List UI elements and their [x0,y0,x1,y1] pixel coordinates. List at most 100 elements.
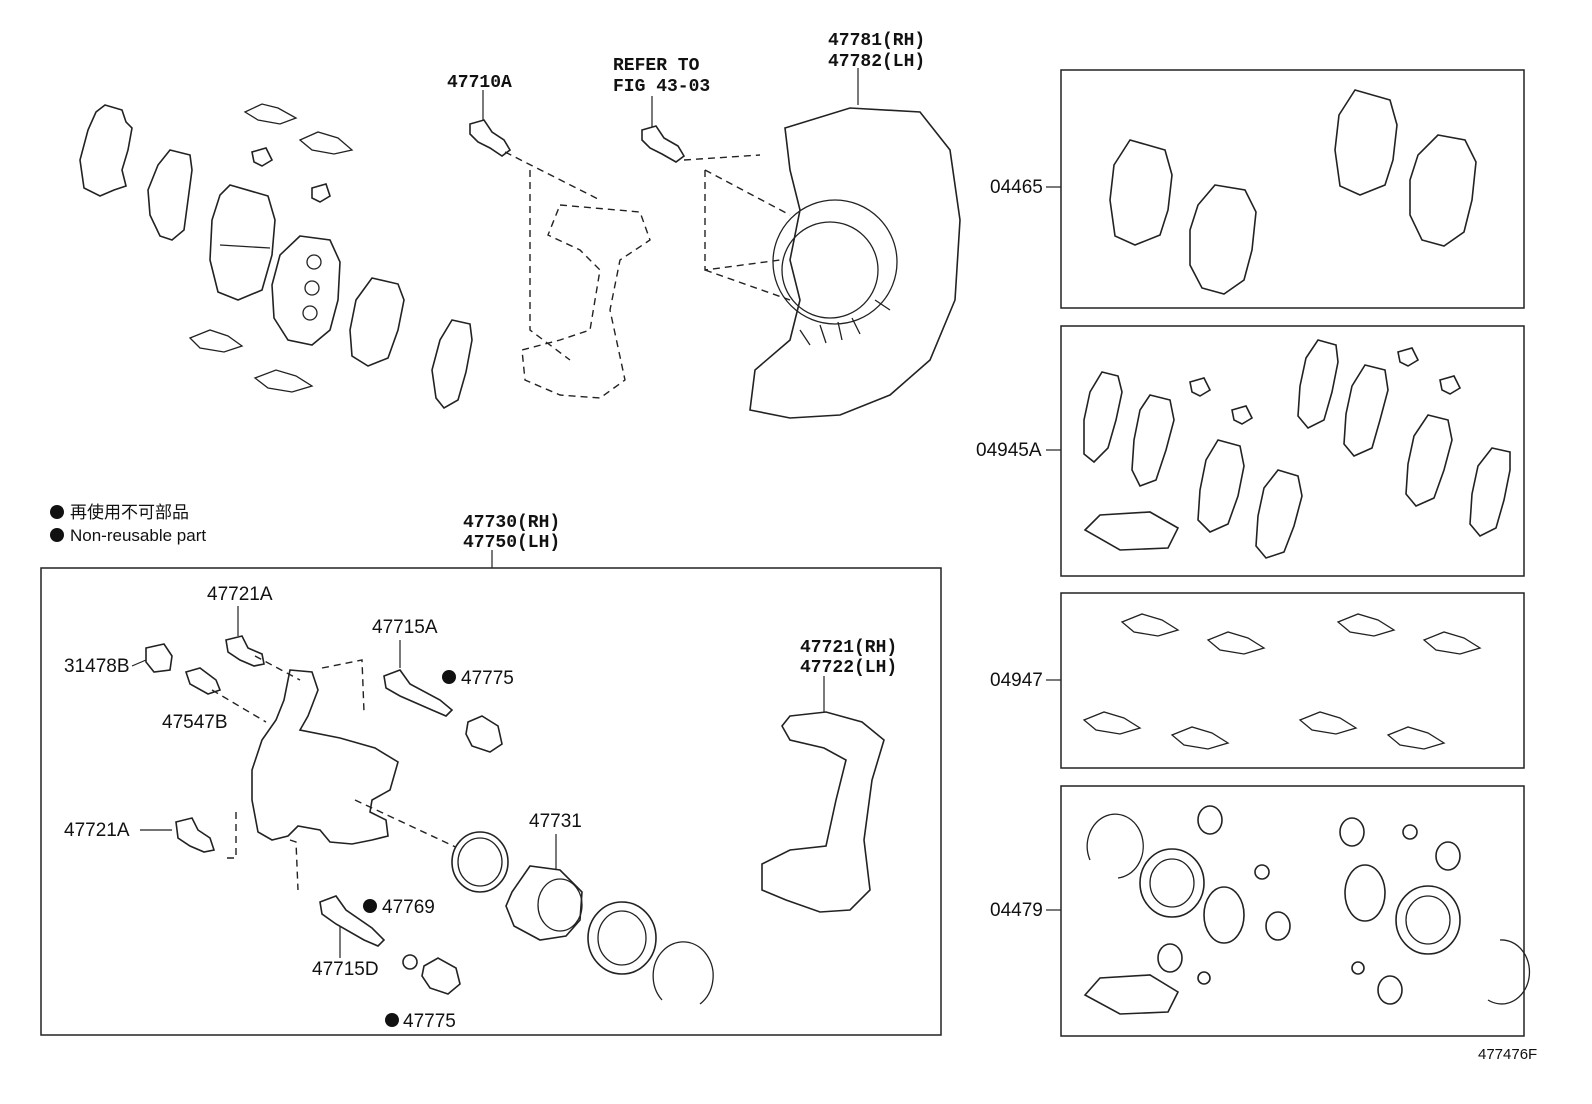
kit-04947-plate-5 [1082,711,1142,735]
kit-04465-pad-1 [1109,139,1173,246]
slide-pin-47715D [319,895,386,947]
nonreusable-mark-47775-bottom [385,1013,399,1027]
pad-clip-2 [311,183,331,203]
caliper-piston-47731 [505,865,583,941]
anti-squeal-shim-1 [79,104,133,197]
label-04479: 04479 [990,900,1043,921]
label-04947: 04947 [990,670,1043,691]
caliper-pin-dashed-lines [211,655,463,891]
label-47782: 47782(LH) [828,52,925,72]
piston-face [537,878,583,932]
anti-squeal-shim-2 [147,149,193,241]
kit-04945A-shim-6 [1343,364,1389,457]
pad-outer-groove [219,244,271,249]
kit-04945A-clip-1 [1189,377,1212,397]
bolt-refer-fig: REFER TO FIG 43-03 [613,56,710,163]
label-refer-to: REFER TO [613,56,700,76]
legend-text-en: Non-reusable part [70,526,206,545]
legend: 再使用不可部品 Non-reusable part [50,502,206,545]
kit-04947-plate-6 [1170,726,1230,750]
label-04465: 04465 [990,177,1043,198]
label-47731: 47731 [529,811,582,832]
dust-cover-hub-hole [781,221,879,319]
pad-kit-exploded-group [79,103,473,410]
kit-04479-boot-6 [1377,975,1403,1005]
kit-04945A-clip-4 [1439,375,1462,395]
kit-04945A-shim-7 [1405,414,1453,507]
kit-04479-piston-seal-1-inner [1149,858,1195,908]
label-47730: 47730(RH) [463,513,560,533]
kit-04947-plate-4 [1422,631,1482,655]
disc-brake-dust-cover: 47781(RH) 47782(LH) [749,31,961,419]
kit-04479-bushing-2 [1197,971,1211,985]
kit-box-04465: 04465 [990,69,1525,309]
kit-04465-pad-4 [1409,134,1477,247]
kit-04945A-clip-3 [1397,347,1420,367]
kit-04947-plate-3 [1336,613,1396,637]
label-04945A: 04945A [976,440,1042,461]
bracket-outline [521,204,651,399]
kit-04479-boot-2 [1265,911,1291,941]
label-47721A-top: 47721A [207,584,273,605]
cover-mount-dashed-lines [683,154,791,301]
legend-bullet-jp [50,505,64,519]
caliper-body [251,669,399,845]
label-47722LH: 47722(LH) [800,658,897,678]
caliper-mounting-bracket [761,711,885,913]
kit-04947-plate-8 [1386,726,1446,750]
caliper-assembly-frame [40,567,942,1036]
pin-boot-47775-top [465,715,503,753]
piston-boot-ring [451,831,509,893]
pad-support-plate-2 [298,131,354,155]
kit-04945A-shim-1 [1083,371,1123,464]
kit-04479-boot-5 [1435,841,1461,871]
kit-04479-boot-1 [1197,805,1223,835]
kit-box-04947: 04947 [990,592,1525,769]
legend-bullet-en [50,528,64,542]
piston-seal [587,901,657,975]
bleeder-plug-47547B [184,667,222,695]
leader-31478B [131,659,147,667]
label-47775-bottom: 47775 [403,1011,456,1032]
caliper-assembly-box: 47730(RH) 47750(LH) 47721A 31478B 47547B… [40,513,942,1036]
kit-04465-pad-2 [1189,184,1257,295]
kit-box-04479: 04479 [990,785,1531,1037]
pad-support-plate-3 [188,329,244,353]
slide-pin-47715A [383,669,454,717]
kit-04945A-shim-2 [1131,394,1175,488]
kit-04947-plate-2 [1206,631,1266,655]
bleeder-bolt-bottom [175,817,216,853]
kit-04479-snap-ring-1 [1086,813,1144,879]
kit-04479-piston-seal-2-inner [1405,895,1451,945]
pad-inner-hole-2 [304,280,320,296]
label-refer-fig: FIG 43-03 [613,77,710,97]
bolt-47710A: 47710A [447,73,512,157]
kit-04479-boot-3 [1157,943,1183,973]
legend-text-jp: 再使用不可部品 [70,502,189,522]
label-47769: 47769 [382,897,435,918]
kit-box-04479-frame [1060,785,1525,1037]
kit-04479-seal-ring-2 [1344,864,1386,922]
label-31478B: 31478B [64,656,130,677]
kit-04479-snap-ring-2 [1487,939,1531,1005]
piston-boot-ring-inner [457,837,503,887]
nonreusable-mark-47769 [363,899,377,913]
kit-04479-boot-4 [1339,817,1365,847]
label-47750: 47750(LH) [463,533,560,553]
anti-squeal-shim-3 [349,277,405,367]
bleeder-cap-31478B [145,643,173,673]
label-47781: 47781(RH) [828,31,925,51]
pad-inner-hole-1 [306,254,322,270]
kit-04479-grease-packet [1083,974,1180,1015]
label-47715A: 47715A [372,617,438,638]
kit-04947-plate-1 [1120,613,1180,637]
brake-pad-outer [209,184,276,301]
bolt-47710A-shape [469,119,512,157]
pad-inner-hole-3 [302,305,318,321]
kit-04479-seal-ring-1 [1203,886,1245,944]
kit-box-04945A-frame [1060,325,1525,577]
figure-id: 477476F [1478,1046,1537,1063]
kit-04945A-shim-8 [1469,447,1511,537]
